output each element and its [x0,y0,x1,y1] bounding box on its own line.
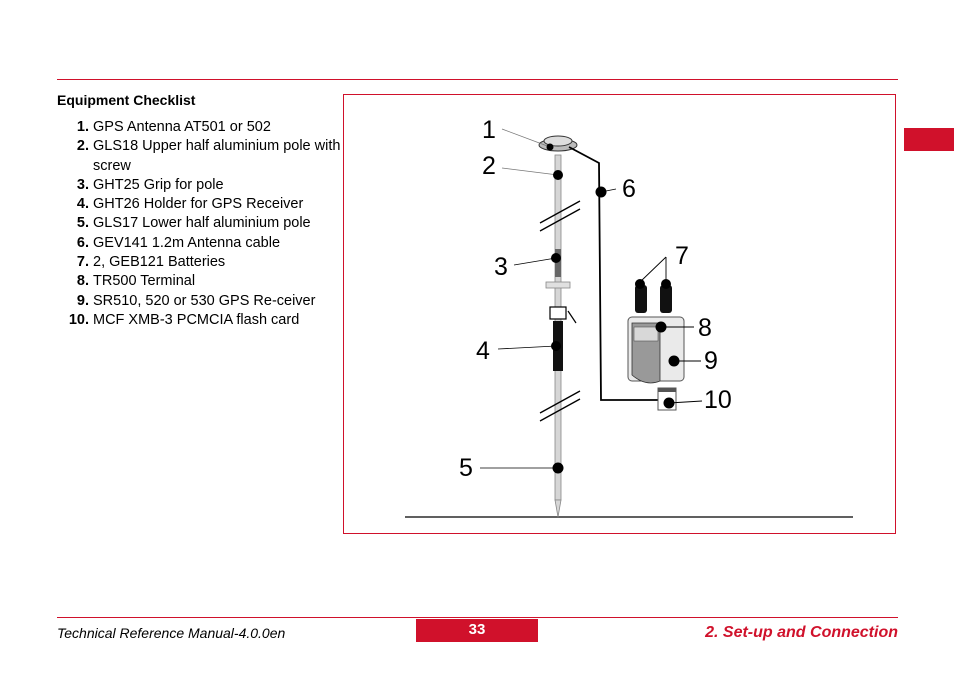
battery [660,285,672,313]
list-item: 2.GLS18 Upper half aluminium pole with s… [57,137,342,176]
equipment-diagram: 1 2 3 4 5 6 7 8 9 10 [405,116,853,518]
manual-title: Technical Reference Manual-4.0.0en [57,625,286,641]
pole-break-mark [539,390,581,414]
callout-dot-1 [546,143,554,151]
callout-9: 9 [704,347,718,375]
equipment-figure: 1 2 3 4 5 6 7 8 9 10 [343,94,896,534]
pole-break-mark [539,200,581,224]
equipment-checklist: 1.GPS Antenna AT501 or 502 2.GLS18 Upper… [57,118,342,330]
item-text: 2, GEB121 Batteries [93,254,226,271]
list-item: 7.2, GEB121 Batteries [57,253,342,272]
list-item: 3.GHT25 Grip for pole [57,176,342,195]
callout-7: 7 [675,242,689,270]
callout-4: 4 [476,337,490,365]
callout-6: 6 [622,175,636,203]
item-number: 8. [76,273,89,290]
section-title: 2. Set-up and Connection [705,624,898,641]
terminal-screen [633,326,659,342]
header-rule [57,79,898,80]
page-number: 33 [416,619,538,642]
callout-dot-6 [595,186,607,198]
flash-card-edge [658,388,676,392]
item-number: 3. [76,176,89,193]
battery [635,285,647,313]
callout-2: 2 [482,152,496,180]
item-text: GHT26 Holder for GPS Receiver [93,196,304,213]
item-number: 7. [76,254,89,271]
list-item: 8.TR500 Terminal [57,272,342,291]
pole-collar [545,281,571,289]
callout-dot-4 [551,341,561,351]
callout-dot-7 [661,279,671,289]
item-text: GPS Antenna AT501 or 502 [93,119,271,135]
gps-antenna-dome [543,135,573,147]
item-text: GHT25 Grip for pole [93,176,224,193]
callout-dot-10 [663,397,675,409]
section-heading: Equipment Checklist [57,92,196,108]
pole-break-mark [539,398,581,422]
list-item: 1.GPS Antenna AT501 or 502 [57,118,342,137]
item-text: TR500 Terminal [93,273,196,290]
callout-dot-8 [655,321,667,333]
item-number: 2. [76,138,89,155]
callout-1: 1 [482,116,496,144]
callout-8: 8 [698,314,712,342]
item-text: SR510, 520 or 530 GPS Re-ceiver [93,292,316,309]
item-text: GLS17 Lower half aluminium pole [93,215,311,232]
leader-1 [501,128,551,148]
callout-5: 5 [459,454,473,482]
callout-3: 3 [494,253,508,281]
item-number: 5. [76,215,89,232]
pole-break-mark [539,208,581,232]
item-number: 6. [76,234,89,251]
list-item: 9.SR510, 520 or 530 GPS Re-ceiver [57,292,342,311]
leader-3 [513,257,557,266]
item-number: 1. [76,119,89,135]
callout-dot-2 [553,170,563,180]
pole-tip [554,499,562,518]
list-item: 4.GHT26 Holder for GPS Receiver [57,195,342,214]
item-number: 10. [68,311,89,328]
leader-2 [501,167,559,176]
callout-dot-7 [635,279,645,289]
callout-10: 10 [704,386,732,414]
item-text: MCF XMB-3 PCMCIA flash card [93,311,300,328]
leader-4 [497,345,557,350]
leader-7a [639,256,667,283]
antenna-cable [568,146,664,401]
callout-dot-5 [552,462,564,474]
item-number: 9. [76,292,89,309]
item-text: GEV141 1.2m Antenna cable [93,234,281,251]
footer-rule [57,617,898,618]
item-text: GLS18 Upper half aluminium pole with scr… [93,138,341,174]
callout-dot-9 [668,355,680,367]
item-number: 4. [76,196,89,213]
list-item: 5.GLS17 Lower half aluminium pole [57,214,342,233]
grip [555,249,561,277]
list-item: 6.GEV141 1.2m Antenna cable [57,234,342,253]
callout-dot-3 [551,253,561,263]
list-item: 10.MCF XMB-3 PCMCIA flash card [57,311,342,330]
leader-10 [668,400,703,404]
holder-screw [567,310,577,324]
holder-clamp [549,306,567,320]
chapter-tab [904,128,954,151]
